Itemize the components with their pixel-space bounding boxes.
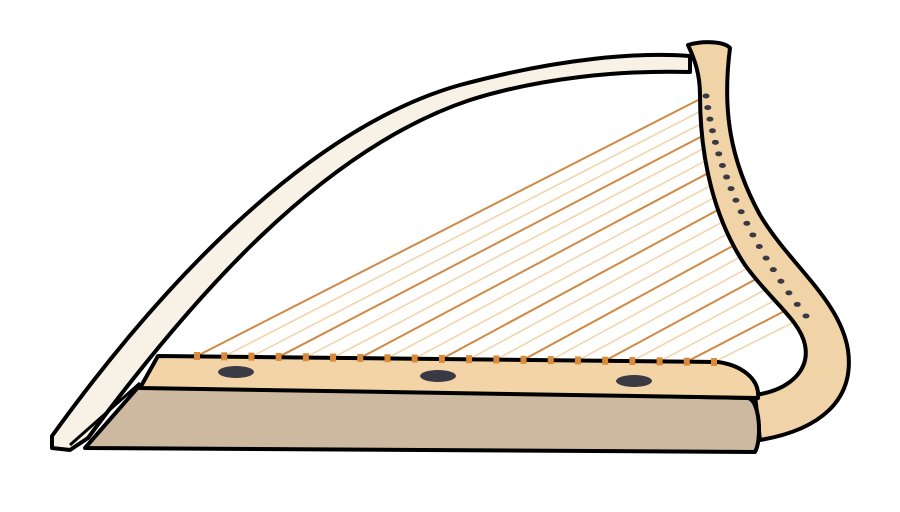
harp-column [686,40,851,442]
harp-string [604,268,774,362]
string-peg [357,353,364,362]
tuning-pins [702,93,810,319]
sound-hole [420,370,456,382]
harp-string [441,199,737,360]
string-peg [520,355,527,364]
harp-string [550,245,760,361]
string-peg [602,356,609,365]
string-peg [411,354,418,363]
tuning-pin [702,93,710,99]
tuning-pin [708,128,716,134]
harp-string [359,164,723,359]
tuning-pin [723,174,731,180]
string-peg [711,358,717,366]
tuning-pin [706,116,714,122]
harp-string [686,303,798,363]
string-peg [438,354,445,363]
tuning-pin [749,232,757,238]
sound-hole [218,366,254,378]
string-peg [248,352,255,361]
tuning-pin [711,139,719,145]
string-peg [302,353,309,362]
tuning-pin [755,244,763,250]
tuning-pin [727,186,735,192]
string-peg [683,357,690,366]
harp-strings [196,95,807,363]
sound-hole [616,375,652,387]
string-peg [221,352,228,361]
string-peg [547,356,554,365]
tuning-pin [718,162,726,168]
harp-string [387,176,727,359]
harp-arch-inner-line [69,381,141,447]
string-peg [656,357,663,366]
harp-string [577,257,767,362]
harp-string [278,129,713,358]
harp-string [414,187,732,360]
harp-string [305,141,716,358]
string-peg [629,357,636,366]
harp-string [196,95,707,357]
harp-string [632,280,782,362]
harp-string [468,211,742,360]
harp-string [251,118,711,358]
tuning-pin [737,209,745,215]
string-peg [384,354,391,363]
string-peg [330,353,337,362]
string-peg [574,356,581,365]
string-pegs [194,352,717,366]
tuning-pin [769,267,777,273]
tuning-pin [704,105,712,111]
tuning-pin [793,301,801,307]
tuning-pin [785,290,793,296]
harp-string [659,292,790,363]
tuning-pin [777,278,785,284]
harp-string [495,222,748,361]
string-peg [466,355,473,364]
harp-arch [50,52,692,452]
tuning-pin [715,151,723,157]
harp-string [713,315,807,363]
harp-string [223,106,709,357]
tuning-pin [762,255,770,261]
tuning-pin [743,220,751,226]
string-peg [493,355,500,364]
harp-string [332,153,720,359]
harp-string [523,234,754,361]
tuning-pin [802,313,810,319]
string-peg [194,352,200,360]
tuning-pin [732,197,740,203]
string-peg [275,352,282,361]
